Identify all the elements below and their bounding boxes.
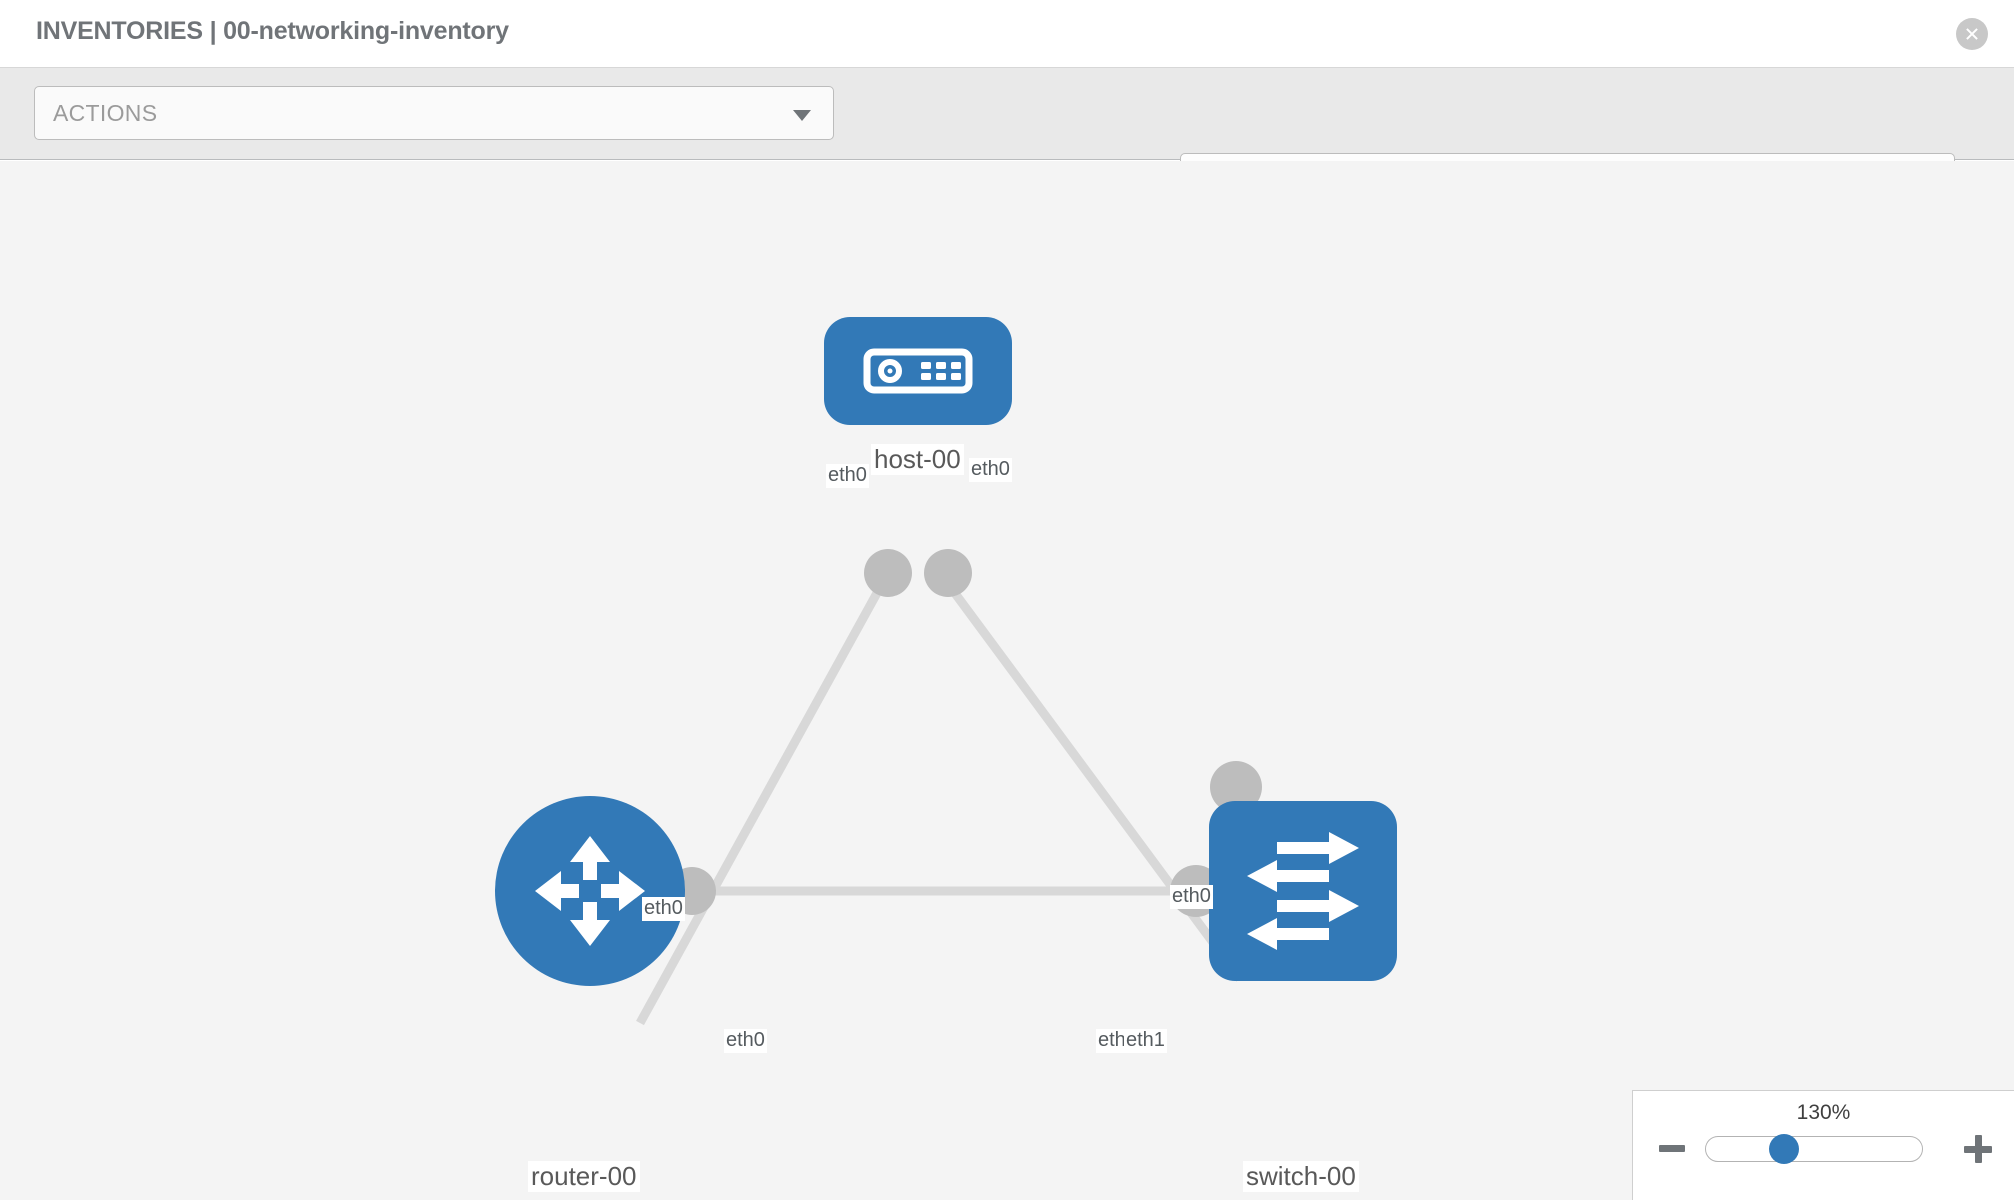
node-label-host-00: host-00: [871, 444, 964, 475]
iface-label-router-right: eth0: [724, 1029, 767, 1053]
server-appliance-icon: [863, 348, 973, 394]
plus-icon[interactable]: [1964, 1135, 1992, 1163]
router-four-arrows-icon: [535, 836, 645, 946]
switch-node-shape[interactable]: [1209, 801, 1397, 981]
switch-arrows-icon: [1247, 832, 1359, 950]
page-header: INVENTORIES | 00-networking-inventory: [0, 0, 2014, 68]
close-icon[interactable]: [1956, 18, 1988, 50]
node-router-00[interactable]: [495, 796, 685, 986]
zoom-control: 130%: [1632, 1090, 2014, 1200]
chevron-down-icon: [793, 110, 811, 121]
iface-label-host-right: eth0: [969, 458, 1012, 482]
node-switch-00[interactable]: [1209, 801, 1397, 981]
node-label-router-00: router-00: [528, 1161, 640, 1192]
iface-label-host-left: eth0: [826, 464, 869, 488]
zoom-slider-thumb[interactable]: [1769, 1134, 1799, 1164]
toolbar: ACTIONS SEARCH: [0, 68, 2014, 207]
zoom-level-value: 130%: [1796, 1101, 1851, 1124]
actions-dropdown[interactable]: ACTIONS: [34, 86, 834, 140]
zoom-slider-track[interactable]: [1705, 1136, 1923, 1162]
node-host-00[interactable]: [824, 317, 1012, 425]
iface-label-switch-left-a: eth: [1096, 1029, 1128, 1053]
topology-canvas[interactable]: host-00 eth0 eth0: [0, 161, 2014, 1200]
iface-label-switch-left-b: eth1: [1124, 1029, 1167, 1053]
actions-dropdown-label: ACTIONS: [53, 100, 158, 126]
iface-label-router-up: eth0: [642, 897, 685, 921]
host-node-shape[interactable]: [824, 317, 1012, 425]
page-title: INVENTORIES | 00-networking-inventory: [36, 17, 509, 45]
router-node-shape[interactable]: [495, 796, 685, 986]
minus-icon[interactable]: [1659, 1145, 1685, 1152]
iface-label-switch-up: eth0: [1170, 885, 1213, 909]
node-label-switch-00: switch-00: [1243, 1161, 1359, 1192]
